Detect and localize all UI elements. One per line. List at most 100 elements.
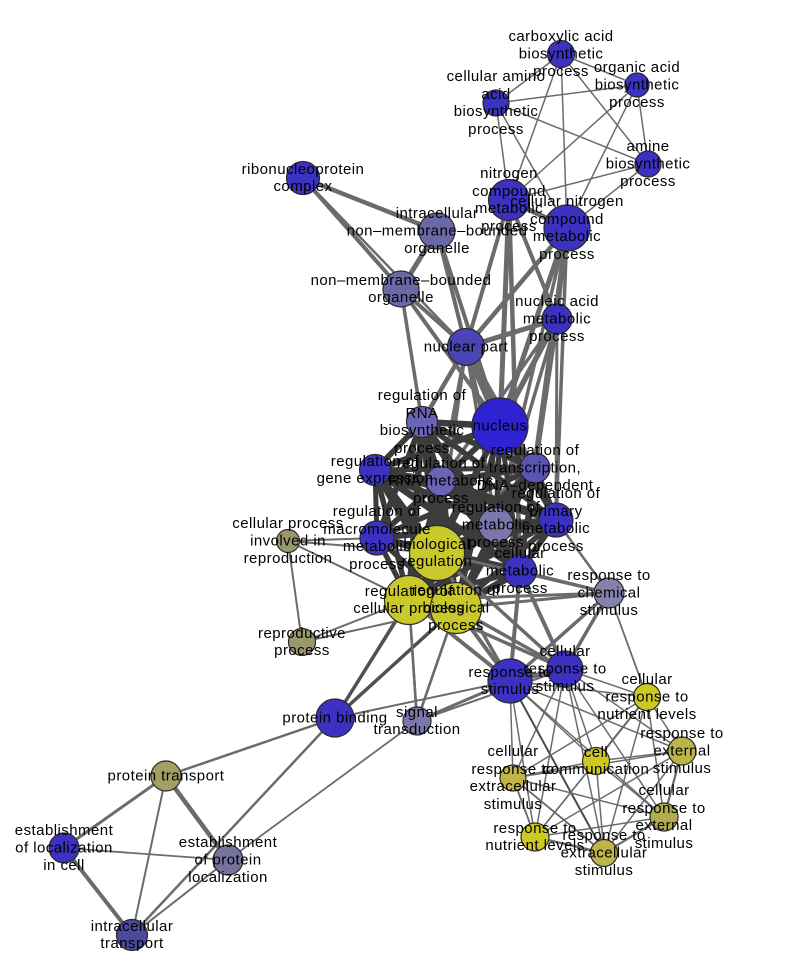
- svg-text:regulation of: regulation of: [333, 503, 422, 520]
- svg-text:process: process: [468, 534, 524, 551]
- svg-text:non–membrane–bounded: non–membrane–bounded: [347, 223, 528, 240]
- svg-text:biological: biological: [422, 600, 489, 617]
- svg-text:cellular process: cellular process: [353, 600, 464, 617]
- svg-text:extracellular: extracellular: [561, 845, 648, 862]
- svg-text:cellular: cellular: [539, 643, 590, 660]
- svg-text:regulation of: regulation of: [378, 387, 467, 404]
- svg-text:metabolic: metabolic: [486, 563, 554, 580]
- svg-text:process: process: [274, 642, 330, 659]
- svg-text:compound: compound: [530, 211, 604, 228]
- svg-text:regulation of: regulation of: [331, 453, 420, 470]
- svg-text:organelle: organelle: [368, 289, 434, 306]
- svg-text:cellular: cellular: [494, 545, 545, 562]
- svg-text:biosynthetic: biosynthetic: [595, 77, 680, 94]
- svg-text:RNA metabolic: RNA metabolic: [388, 473, 493, 490]
- svg-text:response to: response to: [562, 827, 645, 844]
- svg-text:metabolic: metabolic: [523, 311, 591, 328]
- svg-text:carboxylic acid: carboxylic acid: [508, 28, 613, 45]
- svg-text:process: process: [468, 121, 524, 138]
- svg-text:in cell: in cell: [43, 857, 85, 874]
- svg-text:macromolecule: macromolecule: [323, 521, 431, 538]
- svg-text:process: process: [539, 246, 595, 263]
- svg-text:process: process: [428, 617, 484, 634]
- svg-text:nucleus: nucleus: [473, 418, 528, 435]
- svg-text:primary: primary: [529, 503, 582, 520]
- svg-text:response to: response to: [468, 664, 551, 681]
- svg-text:gene expression: gene expression: [317, 470, 434, 487]
- svg-text:cellular: cellular: [621, 671, 672, 688]
- svg-text:stimulus: stimulus: [580, 602, 639, 619]
- svg-text:protein transport: protein transport: [108, 768, 225, 785]
- svg-text:intracellular: intracellular: [396, 205, 479, 222]
- svg-text:process: process: [481, 218, 537, 235]
- svg-text:stimulus: stimulus: [575, 862, 634, 879]
- svg-text:cellular nitrogen: cellular nitrogen: [510, 193, 624, 210]
- svg-text:metabolic: metabolic: [475, 200, 543, 217]
- svg-text:biosynthetic: biosynthetic: [454, 103, 539, 120]
- svg-text:metabolic: metabolic: [343, 538, 411, 555]
- svg-text:response to: response to: [605, 689, 688, 706]
- svg-text:process: process: [620, 173, 676, 190]
- svg-text:RNA: RNA: [405, 405, 438, 422]
- svg-text:metabolic: metabolic: [533, 228, 601, 245]
- svg-text:protein binding: protein binding: [282, 710, 387, 727]
- svg-text:biological: biological: [403, 536, 470, 553]
- svg-text:of protein: of protein: [194, 852, 261, 869]
- svg-text:involved in: involved in: [250, 533, 326, 550]
- svg-text:regulation of: regulation of: [452, 499, 541, 516]
- svg-text:communication: communication: [543, 761, 650, 778]
- svg-text:regulation of: regulation of: [397, 455, 486, 472]
- svg-text:transduction: transduction: [373, 721, 460, 738]
- svg-text:complex: complex: [273, 178, 332, 195]
- svg-text:process: process: [529, 328, 585, 345]
- svg-text:nutrient levels: nutrient levels: [485, 837, 584, 854]
- svg-text:biosynthetic: biosynthetic: [519, 46, 604, 63]
- svg-text:process: process: [609, 94, 665, 111]
- svg-text:regulation of: regulation of: [512, 485, 601, 502]
- svg-text:process: process: [413, 490, 469, 507]
- svg-text:organic acid: organic acid: [594, 59, 680, 76]
- svg-text:stimulus: stimulus: [536, 678, 595, 695]
- svg-text:metabolic: metabolic: [462, 517, 530, 534]
- svg-text:transcription,: transcription,: [489, 460, 581, 477]
- svg-text:cellular process: cellular process: [232, 515, 343, 532]
- svg-text:regulation of: regulation of: [491, 442, 580, 459]
- svg-text:reproductive: reproductive: [258, 625, 346, 642]
- svg-text:DNA–dependent: DNA–dependent: [477, 477, 594, 494]
- svg-text:response to: response to: [567, 567, 650, 584]
- svg-text:nutrient levels: nutrient levels: [597, 706, 696, 723]
- svg-text:process: process: [394, 440, 450, 457]
- svg-text:chemical: chemical: [578, 585, 641, 602]
- svg-text:compound: compound: [472, 183, 546, 200]
- svg-text:process: process: [533, 63, 589, 80]
- svg-text:stimulus: stimulus: [653, 760, 712, 777]
- svg-text:cellular amino: cellular amino: [447, 68, 546, 85]
- svg-text:intracellular: intracellular: [91, 918, 174, 935]
- svg-text:stimulus: stimulus: [484, 796, 543, 813]
- svg-text:process: process: [349, 556, 405, 573]
- svg-text:extracellular: extracellular: [470, 778, 557, 795]
- svg-text:cellular: cellular: [638, 782, 689, 799]
- svg-text:process: process: [528, 538, 584, 555]
- svg-text:nucleic acid: nucleic acid: [515, 293, 599, 310]
- svg-text:cell: cell: [584, 744, 608, 761]
- svg-text:response to: response to: [622, 800, 705, 817]
- svg-text:ribonucleoprotein: ribonucleoprotein: [242, 161, 365, 178]
- svg-text:of localization: of localization: [15, 840, 113, 857]
- svg-text:organelle: organelle: [404, 240, 470, 257]
- svg-text:acid: acid: [481, 86, 510, 103]
- svg-text:response to: response to: [493, 820, 576, 837]
- svg-text:localization: localization: [188, 869, 268, 886]
- svg-text:establishment: establishment: [179, 834, 278, 851]
- svg-text:metabolic: metabolic: [522, 520, 590, 537]
- svg-text:establishment: establishment: [15, 822, 114, 839]
- svg-text:stimulus: stimulus: [635, 835, 694, 852]
- svg-text:nuclear part: nuclear part: [424, 339, 509, 356]
- svg-text:response to: response to: [640, 725, 723, 742]
- svg-text:transport: transport: [100, 935, 164, 952]
- svg-text:signal: signal: [396, 704, 438, 721]
- svg-text:non–membrane–bounded: non–membrane–bounded: [311, 272, 492, 289]
- svg-text:reproduction: reproduction: [244, 550, 333, 567]
- svg-text:nitrogen: nitrogen: [480, 165, 538, 182]
- svg-text:biosynthetic: biosynthetic: [606, 156, 691, 173]
